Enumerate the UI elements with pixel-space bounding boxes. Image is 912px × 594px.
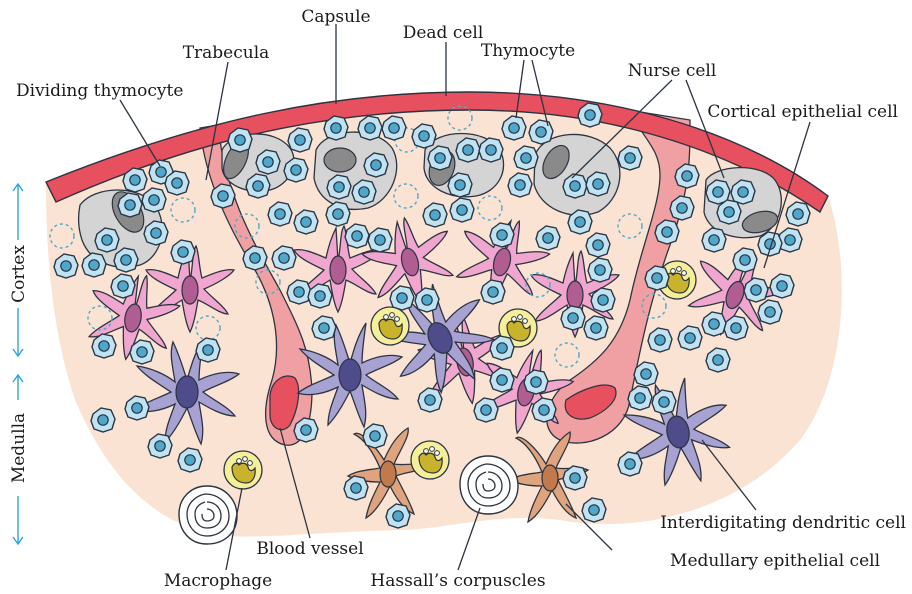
label-cortical-epithelial-cell: Cortical epithelial cell: [707, 102, 898, 122]
label-nurse-cell: Nurse cell: [628, 61, 717, 81]
label-blood-vessel: Blood vessel: [256, 539, 363, 559]
macrophage: [371, 307, 409, 345]
hassalls-corpuscle: [460, 456, 518, 514]
label-medullary-epithelial-cell: Medullary epithelial cell: [670, 551, 880, 571]
label-capsule: Capsule: [301, 7, 370, 27]
region-label-cortex: Cortex: [9, 245, 29, 303]
label-dead-cell: Dead cell: [403, 23, 484, 43]
region-arrows: [13, 184, 23, 544]
macrophage: [224, 451, 262, 489]
hassalls-corpuscle: [179, 486, 237, 544]
region-label-medulla: Medulla: [9, 413, 29, 483]
label-dividing-thymocyte: Dividing thymocyte: [16, 81, 183, 101]
label-interdigitating-dendritic-cell: Interdigitating dendritic cell: [660, 513, 906, 533]
label-macrophage: Macrophage: [164, 571, 272, 591]
label-hassalls-corpuscles: Hassall’s corpuscles: [370, 571, 545, 591]
macrophage: [411, 441, 449, 479]
label-trabecula: Trabecula: [183, 43, 270, 63]
label-thymocyte: Thymocyte: [481, 41, 575, 61]
